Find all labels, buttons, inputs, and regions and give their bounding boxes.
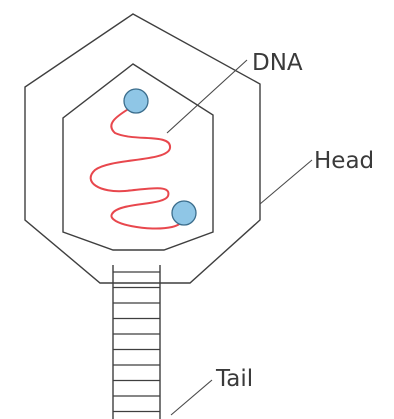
head-outer-capsid — [25, 14, 260, 283]
tail-leader-line — [171, 380, 212, 415]
dna-end-top — [124, 89, 148, 113]
head-label: Head — [314, 148, 374, 174]
tail-rungs — [113, 272, 160, 412]
dna-strand — [91, 108, 184, 229]
head-leader-line — [260, 160, 312, 204]
dna-label: DNA — [252, 50, 303, 76]
dna-leader-line — [167, 60, 247, 133]
tail — [113, 265, 160, 419]
dna-end-bottom — [172, 201, 196, 225]
tail-label: Tail — [215, 366, 253, 392]
